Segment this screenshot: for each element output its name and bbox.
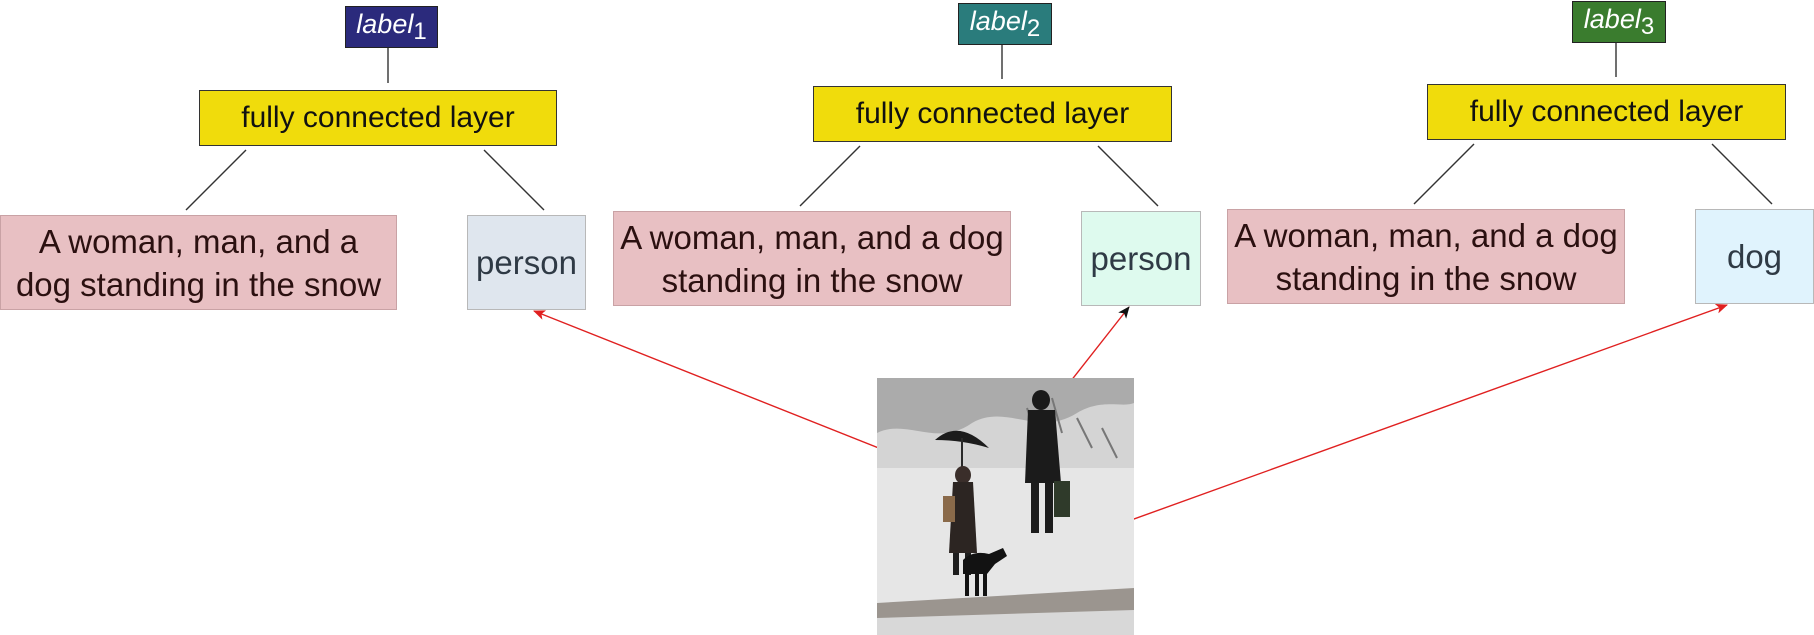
snow-scene-photo [877, 378, 1134, 635]
label-2-word: label [969, 5, 1027, 36]
label-1-box: label1 [345, 6, 438, 48]
object-box-3: dog [1695, 209, 1814, 304]
caption-3: A woman, man, and a dog standing in the … [1227, 209, 1625, 304]
label-2-index: 2 [1026, 14, 1041, 42]
label-3-index: 3 [1640, 12, 1655, 40]
layer3-to-object-line [1711, 143, 1773, 205]
caption-2: A woman, man, and a dog standing in the … [613, 211, 1011, 306]
label-3-box: label3 [1572, 1, 1666, 43]
label-3-word: label [1583, 3, 1641, 34]
label-2-box: label2 [958, 3, 1052, 45]
label-1-word: label [356, 8, 414, 39]
label-1-index: 1 [413, 17, 427, 45]
fully-connected-layer-3: fully connected layer [1427, 84, 1786, 140]
object-box-1: person [467, 215, 586, 310]
layer2-to-object-line [1097, 145, 1159, 207]
layer1-to-object-line [483, 149, 545, 211]
fully-connected-layer-2: fully connected layer [813, 86, 1172, 142]
object-box-2: person [1081, 211, 1201, 306]
fully-connected-layer-1: fully connected layer [199, 90, 557, 146]
layer3-to-caption-line [1413, 143, 1475, 205]
caption-1: A woman, man, and a dog standing in the … [0, 215, 397, 310]
layer1-to-caption-line [185, 149, 247, 211]
layer2-to-caption-line [799, 145, 861, 207]
